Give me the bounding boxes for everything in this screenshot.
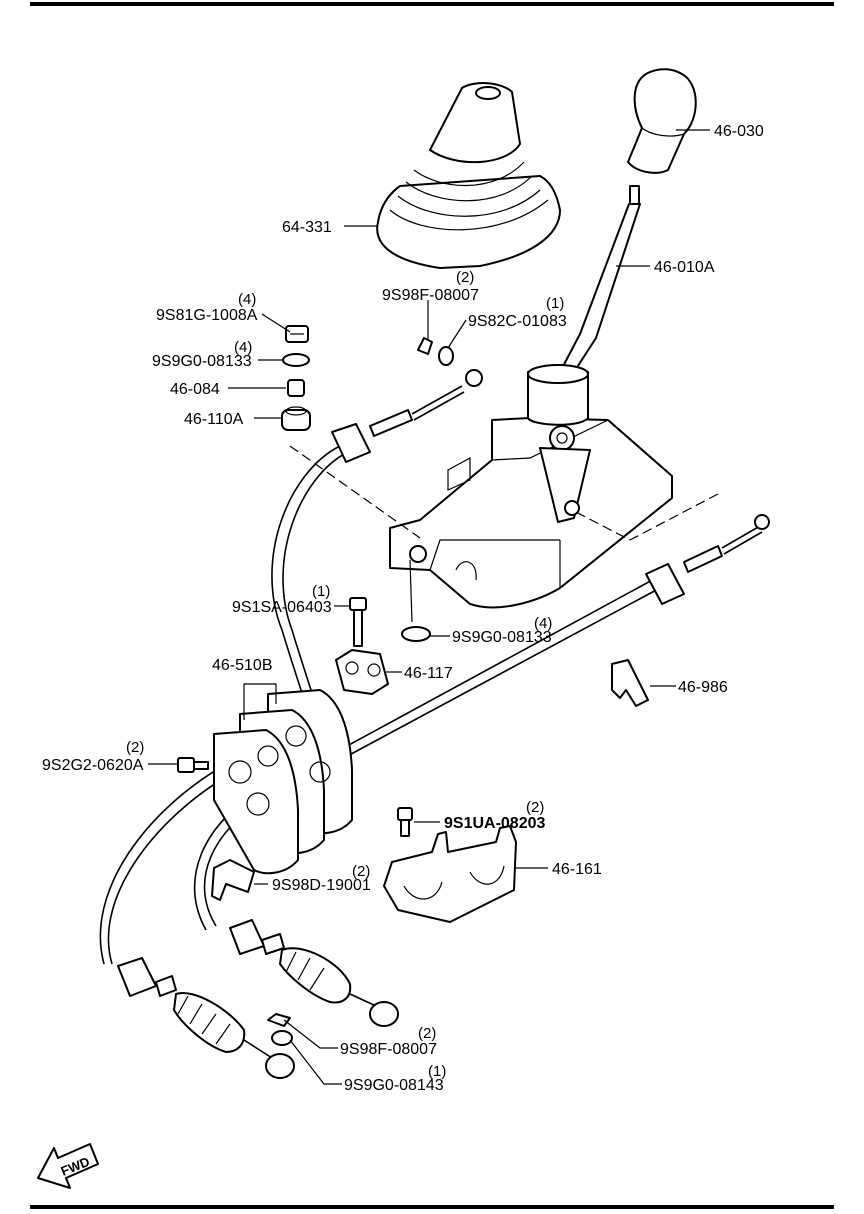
collar-part bbox=[287, 379, 305, 397]
dash-line bbox=[571, 493, 719, 541]
label-bracket: 46-161 bbox=[552, 861, 602, 878]
upper-cable-end bbox=[331, 369, 483, 463]
qty-pin-a: (2) bbox=[456, 269, 474, 286]
label-clip: 46-986 bbox=[678, 679, 728, 696]
label-collar: 46-084 bbox=[170, 381, 220, 398]
dash-line bbox=[289, 445, 421, 539]
washer-d-part bbox=[271, 1030, 293, 1046]
qty-washer-b: (4) bbox=[234, 339, 252, 356]
cable-bellows-right bbox=[229, 919, 399, 1027]
clamp-part bbox=[335, 649, 389, 695]
label-lever: 46-010A bbox=[654, 259, 715, 276]
clip-b-part bbox=[211, 859, 255, 901]
right-cable-end bbox=[645, 514, 770, 605]
label-nut: 9S81G-1008A bbox=[156, 307, 258, 324]
label-clip-b: 9S98D-19001 bbox=[272, 877, 371, 894]
bolt-c-part bbox=[397, 807, 413, 837]
pin-b-part bbox=[267, 1013, 291, 1027]
label-washer-b: 9S9G0-08133 bbox=[152, 353, 252, 370]
shift-knob bbox=[627, 68, 697, 174]
washer-part bbox=[401, 626, 431, 642]
bushing-part bbox=[281, 406, 311, 431]
label-bolt-c: 9S1UA-08203 bbox=[444, 815, 546, 832]
qty-washer-c: (4) bbox=[534, 615, 552, 632]
clip-part bbox=[611, 659, 649, 707]
label-pin-b: 9S98F-08007 bbox=[340, 1041, 437, 1058]
label-bolt-b: 9S2G2-0620A bbox=[42, 757, 144, 774]
qty-nut: (4) bbox=[238, 291, 256, 308]
qty-bolt-b: (2) bbox=[126, 739, 144, 756]
label-washer-a: 9S82C-01083 bbox=[468, 313, 567, 330]
qty-pin-b: (2) bbox=[418, 1025, 436, 1042]
pin-part bbox=[417, 337, 433, 355]
label-washer-d: 9S9G0-08143 bbox=[344, 1077, 444, 1094]
label-pin-a: 9S98F-08007 bbox=[382, 287, 479, 304]
nut-part bbox=[285, 325, 309, 343]
qty-bolt-c: (2) bbox=[526, 799, 544, 816]
small-bolt-part bbox=[177, 757, 209, 773]
cable-bellows-left bbox=[117, 957, 295, 1079]
fwd-arrow-icon: FWD bbox=[37, 1143, 99, 1189]
leader-line bbox=[409, 559, 413, 623]
bracket-part bbox=[383, 825, 517, 923]
label-bolt-a: 9S1SA-06403 bbox=[232, 599, 332, 616]
shift-boot bbox=[376, 82, 561, 269]
label-washer-c: 9S9G0-08133 bbox=[452, 629, 552, 646]
washer-part bbox=[282, 353, 310, 367]
leader-lines bbox=[148, 129, 710, 1085]
label-boot: 64-331 bbox=[282, 219, 332, 236]
qty-washer-d: (1) bbox=[428, 1063, 446, 1080]
label-gasket: 46-510B bbox=[212, 657, 273, 674]
label-clamp: 46-117 bbox=[404, 665, 453, 682]
label-bushing: 46-110A bbox=[184, 411, 244, 428]
qty-clip-b: (2) bbox=[352, 863, 370, 880]
shift-lever bbox=[559, 185, 641, 373]
qty-washer-a: (1) bbox=[546, 295, 564, 312]
small-washer-part bbox=[438, 346, 454, 366]
gasket-plates bbox=[213, 689, 353, 875]
qty-bolt-a: (1) bbox=[312, 583, 330, 600]
bracket-line bbox=[243, 683, 277, 720]
label-knob: 46-030 bbox=[714, 123, 764, 140]
bolt-part bbox=[349, 597, 367, 647]
shift-housing bbox=[389, 364, 673, 609]
